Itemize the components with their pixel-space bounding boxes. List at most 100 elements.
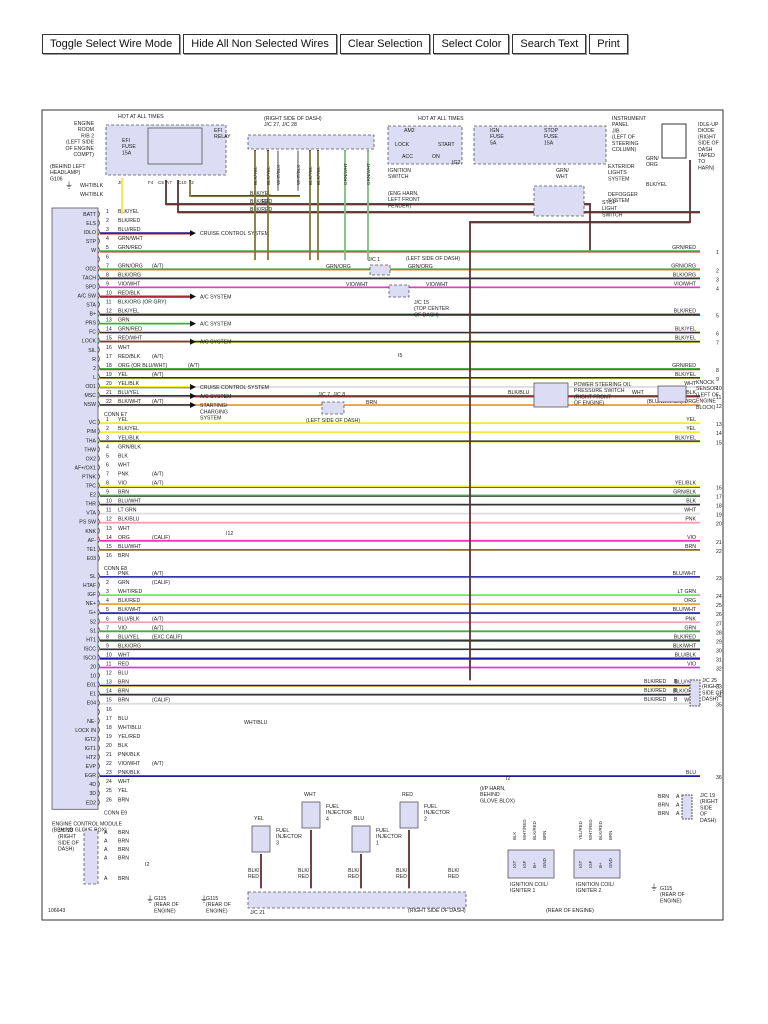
ecm-wire-26[interactable] <box>100 612 700 615</box>
relay-wire[interactable] <box>177 180 700 214</box>
right-wire-number: 11 <box>716 395 721 401</box>
fuel-injector-4 <box>301 801 321 829</box>
hide-non-selected-wires-button[interactable]: Hide All Non Selected Wires <box>183 34 337 54</box>
wire-label: BRN <box>118 839 129 845</box>
pin-number: 18 <box>106 725 112 731</box>
jc15-label: J/C 15 <box>414 300 429 306</box>
wire-base[interactable] <box>189 180 300 197</box>
pin-number: 19 <box>106 372 112 378</box>
pin-number: 17 <box>106 716 112 722</box>
pin-bracket <box>97 572 100 580</box>
pin-label: A <box>104 856 108 862</box>
ecm-wire-local[interactable] <box>100 395 190 398</box>
ecm-wire-5[interactable] <box>100 313 700 316</box>
pin-wire-label: BLK/ORG <box>118 643 141 649</box>
wire-stripe[interactable] <box>189 181 300 198</box>
pin-bracket <box>97 328 100 335</box>
destination-arrow-icon <box>190 383 196 390</box>
ecm-wire-local[interactable] <box>100 295 190 298</box>
ecm-wire-6[interactable] <box>100 331 700 334</box>
ecm-wire-34[interactable] <box>100 693 700 696</box>
pin-bracket <box>97 554 100 562</box>
jc23-box <box>83 829 99 885</box>
ecm-terminal-label: B+ <box>90 312 97 318</box>
relay-wire[interactable] <box>189 180 300 198</box>
pin-number: 12 <box>106 517 112 523</box>
wire-label: BLK/RED <box>644 679 666 685</box>
jc21-location: (RIGHT SIDE OF DASH) <box>408 908 466 914</box>
ecm-wire-11[interactable] <box>100 395 700 398</box>
ecm-wire-30[interactable] <box>100 648 700 651</box>
wire-base[interactable] <box>469 160 691 680</box>
idle-up-diode-label: DIODE <box>698 128 715 134</box>
ecm-wire-3[interactable] <box>100 277 700 280</box>
pin-wire-label: LT GRN <box>118 508 137 514</box>
right-wire-number: 18 <box>716 504 722 510</box>
ecm-wire-16[interactable] <box>100 485 700 488</box>
i5-label: I5 <box>398 353 402 359</box>
g115-label: ENGINE) <box>660 898 682 904</box>
pin-number: 6 <box>106 254 109 260</box>
coil-pin-label: IGF <box>522 860 527 868</box>
jc23-label: SIDE OF <box>58 840 79 846</box>
ecm-wire-29[interactable] <box>100 639 700 642</box>
ecm-wire-local[interactable] <box>100 404 190 407</box>
ecm-terminal-label: IDLO <box>84 230 96 236</box>
jc19-label: (RIGHT <box>700 799 719 805</box>
pin-wire-label: RED/BLK <box>118 354 141 360</box>
g115-label: (REAR OF <box>154 902 179 908</box>
ecm-wire-local[interactable] <box>100 232 190 235</box>
ecm-terminal-label: A/C SW <box>78 293 97 299</box>
search-text-button[interactable]: Search Text <box>512 34 587 54</box>
wire-stripe[interactable] <box>165 181 591 251</box>
ecm-wire-local[interactable] <box>100 340 190 344</box>
pin-note: (A/T) <box>152 471 164 477</box>
idle-up-diode-label: DASH <box>698 147 713 153</box>
wire-base[interactable] <box>165 180 591 250</box>
pin-bracket <box>97 400 100 408</box>
on-label: ON <box>432 154 440 160</box>
i2-label: I2 <box>506 776 510 782</box>
pin-bracket <box>97 690 100 697</box>
pin-wire-label: YEL/BLK <box>118 435 140 441</box>
coil-wire-label: BLK/RED <box>598 821 603 840</box>
ecm-wire-31[interactable] <box>100 657 700 660</box>
ecm-terminal-label: W <box>91 248 96 254</box>
ecm-wire-15[interactable] <box>100 440 700 443</box>
knock-sensor-label: (LEFT OF <box>696 392 719 398</box>
select-color-button[interactable]: Select Color <box>433 34 510 54</box>
ecm-wire-17[interactable] <box>100 494 700 497</box>
ignition-coil-2 <box>573 849 621 879</box>
acc-label: ACC <box>402 154 413 160</box>
right-wire-number: 23 <box>716 576 722 582</box>
print-button[interactable]: Print <box>589 34 628 54</box>
ecm-wire-2[interactable] <box>100 268 700 271</box>
destination-label: CRUISE CONTROL SYSTEM <box>200 385 269 391</box>
wire-stripe[interactable] <box>177 181 700 214</box>
ecm-wire-local[interactable] <box>100 386 190 389</box>
right-wire-label: BLU/BLK <box>675 652 697 658</box>
wire-stripe[interactable] <box>469 161 691 681</box>
instrument-panel-jb-label: PANEL <box>612 122 629 128</box>
right-wire-label: YEL <box>686 426 696 432</box>
ground-wire-label: WHT/BLK <box>80 192 104 198</box>
ecm-wire-33[interactable] <box>100 684 700 687</box>
ecm-terminal-label: KNK <box>85 529 96 535</box>
ecm-wire-9[interactable] <box>100 377 700 380</box>
pin-wire-label: BRN <box>118 698 129 704</box>
clear-selection-button[interactable]: Clear Selection <box>339 34 431 54</box>
g115-label: G115 <box>660 886 672 892</box>
ecm-terminal-label: IGF <box>87 592 96 598</box>
right-wire-label: PNK <box>685 616 696 622</box>
stop-light-switch-label: LIGHT <box>602 206 618 212</box>
ecm-wire-7[interactable] <box>100 340 700 344</box>
toggle-select-wire-mode-button[interactable]: Toggle Select Wire Mode <box>42 34 181 54</box>
pin-number: 14 <box>106 327 112 333</box>
toolbar: Toggle Select Wire Mode Hide All Non Sel… <box>42 34 628 54</box>
ecm-terminal-label: ISCO <box>83 655 96 661</box>
idle-diode-wire[interactable] <box>469 160 691 681</box>
ecm-wire-1[interactable] <box>100 250 700 253</box>
ecm-wire-23[interactable] <box>100 576 700 579</box>
ecm-wire-8[interactable] <box>100 367 700 371</box>
relay-wire[interactable] <box>165 180 591 251</box>
